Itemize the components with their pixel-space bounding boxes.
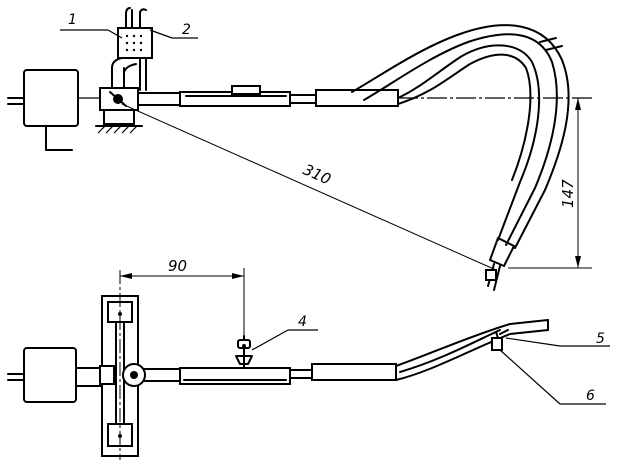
component-4 [235, 335, 253, 369]
plan-view: 90 4 5 6 [7, 257, 610, 460]
callout-5-label: 5 [596, 331, 605, 347]
dimension-90: 90 [120, 257, 245, 340]
dimension-147-label: 147 [559, 179, 577, 208]
callout-1-label: 1 [68, 12, 77, 28]
motor-bottom [7, 347, 101, 403]
curved-arm [351, 24, 570, 291]
dimension-147: 147 [508, 98, 592, 269]
pivot-mount [95, 87, 143, 134]
dimension-310-label: 310 [300, 161, 333, 189]
boom-bottom [143, 363, 397, 385]
boom-top [137, 85, 399, 107]
callout-2: 2 [149, 22, 198, 39]
dimension-310: 310 [121, 103, 497, 271]
vertical-frame [99, 270, 146, 460]
callout-5: 5 [505, 331, 610, 347]
dimension-90-label: 90 [168, 257, 187, 275]
callout-4-label: 4 [298, 314, 307, 330]
callout-4: 4 [251, 314, 318, 351]
motor-top [7, 69, 100, 151]
callout-2-label: 2 [182, 22, 191, 38]
side-view: 310 147 1 2 [7, 7, 592, 291]
callout-6-label: 6 [586, 388, 595, 404]
curved-arm-bottom [395, 319, 549, 381]
callout-6: 6 [499, 349, 606, 405]
callout-1: 1 [60, 12, 123, 39]
vertical-column [111, 7, 153, 91]
